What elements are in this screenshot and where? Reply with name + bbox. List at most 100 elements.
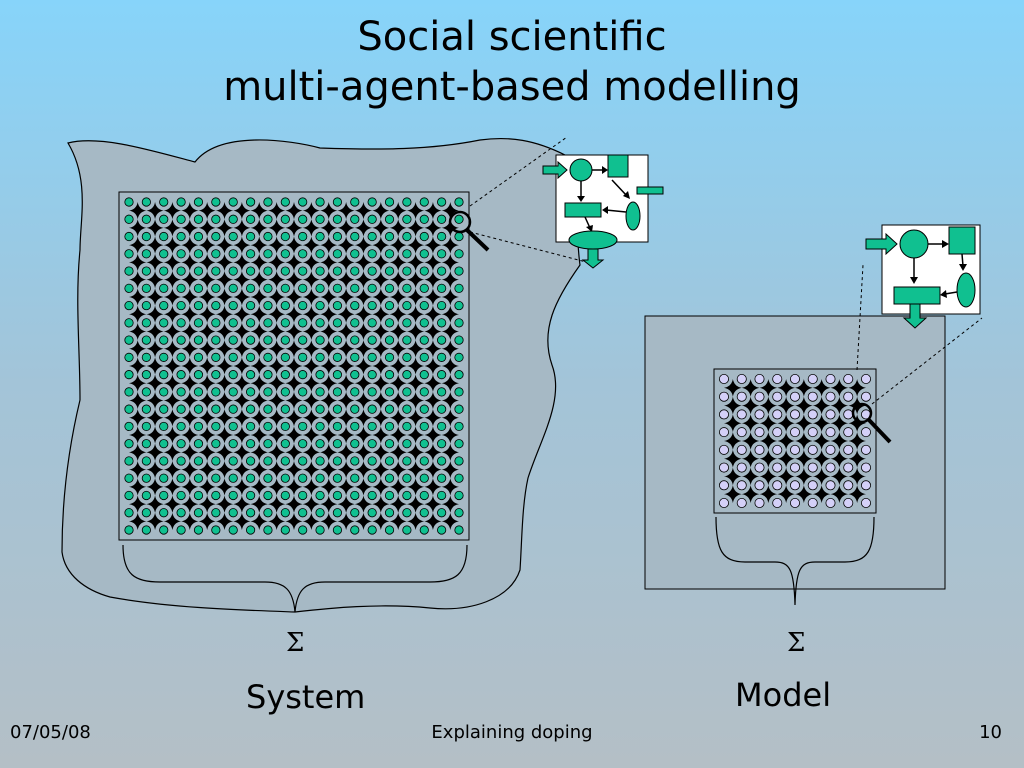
grid-node [437, 318, 447, 328]
grid-node [298, 387, 308, 397]
grid-link [320, 288, 338, 306]
grid-node [437, 508, 447, 518]
grid-node [211, 249, 221, 259]
title-line-2: multi-agent-based modelling [223, 64, 801, 110]
grid-link [320, 357, 338, 375]
grid-node [124, 231, 134, 242]
grid-link [337, 409, 355, 427]
grid-node [315, 370, 325, 380]
grid-link [250, 409, 268, 427]
grid-node [298, 473, 308, 483]
grid-link [198, 288, 216, 306]
grid-link [795, 485, 813, 503]
system-sigma: Σ [286, 628, 305, 658]
grid-link [406, 322, 425, 341]
grid-link [389, 305, 407, 323]
grid-node [402, 318, 412, 328]
grid-link [129, 512, 147, 530]
grid-link [198, 443, 216, 461]
grid-node [332, 197, 343, 207]
grid-node [315, 335, 325, 345]
grid-link [129, 426, 147, 444]
grid-link [146, 340, 164, 358]
grid-link [267, 426, 286, 444]
grid-link [406, 374, 425, 392]
magnifier-icon [448, 210, 490, 252]
grid-link [830, 449, 849, 468]
grid-node [384, 370, 395, 380]
grid-link [406, 512, 425, 530]
grid-link [406, 236, 425, 254]
grid-node [141, 387, 151, 397]
grid-link [812, 379, 831, 397]
grid-node [176, 404, 186, 414]
grid-link [320, 409, 338, 427]
grid-node [280, 473, 290, 483]
grid-link [198, 236, 216, 254]
grid-link [215, 236, 234, 254]
grid-node [228, 318, 238, 328]
grid-link [337, 253, 355, 272]
grid-node [176, 214, 186, 224]
grid-node [141, 404, 151, 414]
grid-node [315, 197, 325, 207]
grid-link [848, 432, 866, 450]
grid-node [350, 214, 360, 224]
grid-node [367, 283, 377, 293]
grid-node [263, 456, 273, 466]
grid-link [233, 374, 251, 392]
grid-node [141, 197, 151, 207]
grid-node [736, 373, 747, 384]
grid-node [350, 352, 360, 362]
grid-node [176, 473, 186, 483]
grid-node [419, 370, 429, 380]
grid-link [146, 202, 164, 220]
grid-link [389, 219, 407, 237]
grid-link [233, 460, 251, 479]
grid-node [228, 525, 238, 535]
grid-link [215, 409, 234, 427]
grid-link [215, 322, 234, 341]
grid-link [163, 322, 182, 341]
grid-link [163, 340, 182, 358]
grid-node [384, 525, 395, 535]
grid-node [228, 266, 238, 276]
grid-node [367, 456, 377, 466]
grid-link [759, 414, 778, 433]
grid-node [332, 387, 343, 397]
grid-node [367, 300, 377, 311]
grid-link [759, 467, 778, 486]
grid-link [795, 379, 813, 397]
grid-link [198, 478, 216, 496]
grid-link [424, 219, 442, 237]
grid-node [384, 404, 395, 414]
grid-link [406, 443, 425, 461]
grid-link [372, 443, 390, 461]
grid-node [825, 427, 836, 438]
grid-link [302, 409, 321, 427]
grid-link [233, 219, 251, 237]
grid-link [372, 305, 390, 323]
grid-link [163, 495, 182, 513]
grid-node [454, 335, 464, 345]
grid-node [332, 283, 343, 293]
grid-link [424, 340, 442, 358]
grid-node [193, 335, 204, 345]
grid-link [320, 460, 338, 479]
grid-link [372, 288, 390, 306]
grid-node [176, 525, 186, 535]
grid-node [141, 283, 151, 293]
grid-link [146, 322, 164, 341]
grid-link [812, 432, 831, 450]
grid-link [198, 340, 216, 358]
grid-link [267, 357, 286, 375]
grid-node [384, 473, 395, 483]
grid-node [245, 525, 256, 535]
grid-node [402, 352, 412, 362]
grid-link [354, 340, 373, 358]
grid-link [233, 253, 251, 272]
grid-link [372, 271, 390, 289]
grid-link [389, 460, 407, 479]
model-label: Model [735, 676, 832, 714]
grid-node [825, 444, 836, 455]
